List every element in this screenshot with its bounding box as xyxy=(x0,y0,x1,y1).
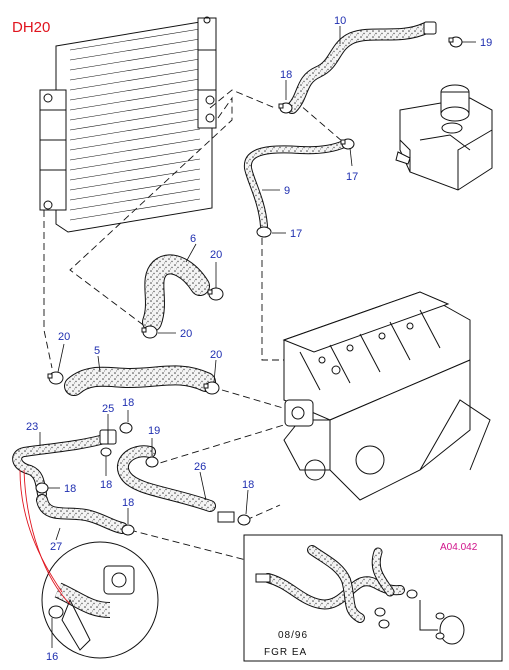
callout-20c: 20 xyxy=(58,331,70,343)
callout-20b: 20 xyxy=(180,328,192,340)
clamp-19a xyxy=(448,36,463,48)
clamp-18f xyxy=(217,511,251,526)
red-leader-lines xyxy=(19,469,71,605)
detail-view xyxy=(41,541,159,659)
callout-25: 25 xyxy=(102,403,114,415)
clamp-18e xyxy=(121,524,135,536)
callout-17a: 17 xyxy=(346,171,358,183)
callout-18c: 18 xyxy=(100,479,112,491)
clamp-20a xyxy=(207,287,224,301)
callout-17b: 17 xyxy=(290,228,302,240)
callout-18f: 18 xyxy=(242,479,254,491)
callout-6: 6 xyxy=(190,233,196,245)
callout-20a: 20 xyxy=(210,249,222,261)
callout-19b: 19 xyxy=(148,425,160,437)
engine-block xyxy=(282,291,491,501)
callout-16: 16 xyxy=(46,651,58,663)
callout-26: 26 xyxy=(194,461,206,473)
clamp-18b xyxy=(119,422,133,434)
hose-23 xyxy=(12,433,113,499)
clamp-18a xyxy=(278,102,293,114)
callout-18b: 18 xyxy=(122,397,134,409)
hose-27 xyxy=(36,494,128,534)
hose-9 xyxy=(243,140,348,230)
callout-18d: 18 xyxy=(64,483,76,495)
clamp-19b xyxy=(145,456,159,468)
radiator xyxy=(39,16,217,233)
callout-20d: 20 xyxy=(210,349,222,361)
clamp-18d xyxy=(35,482,49,494)
hose-10 xyxy=(286,21,437,114)
callout-9: 9 xyxy=(284,185,290,197)
callout-23: 23 xyxy=(26,421,38,433)
clamp-20b xyxy=(141,325,158,339)
diagram-title: DH20 xyxy=(12,19,50,36)
callout-10: 10 xyxy=(334,15,346,27)
clamp-20d xyxy=(203,381,220,395)
clamp-18c xyxy=(100,447,112,457)
inset-reference: A04.042 xyxy=(440,542,478,553)
hose-5 xyxy=(64,365,216,396)
callout-27: 27 xyxy=(50,541,62,553)
footer-series: FGR EA xyxy=(264,647,307,658)
callout-18a: 18 xyxy=(280,69,292,81)
clamp-17a xyxy=(340,138,355,150)
connector-25 xyxy=(99,429,117,445)
clamp-17b xyxy=(256,226,272,238)
callout-leaders xyxy=(39,26,476,541)
expansion-tank xyxy=(395,84,493,191)
inset-box xyxy=(243,534,503,662)
callout-19a: 19 xyxy=(480,37,492,49)
callout-18e: 18 xyxy=(122,497,134,509)
hose-clamps xyxy=(35,36,463,536)
clamp-20c xyxy=(47,371,64,385)
callout-5: 5 xyxy=(94,345,100,357)
hose-6 xyxy=(142,254,210,332)
hose-26 xyxy=(117,445,216,512)
callout-labels: 10 19 18 17 9 17 6 20 20 20 5 20 25 18 1… xyxy=(26,15,492,663)
footer-date: 08/96 xyxy=(278,630,308,641)
